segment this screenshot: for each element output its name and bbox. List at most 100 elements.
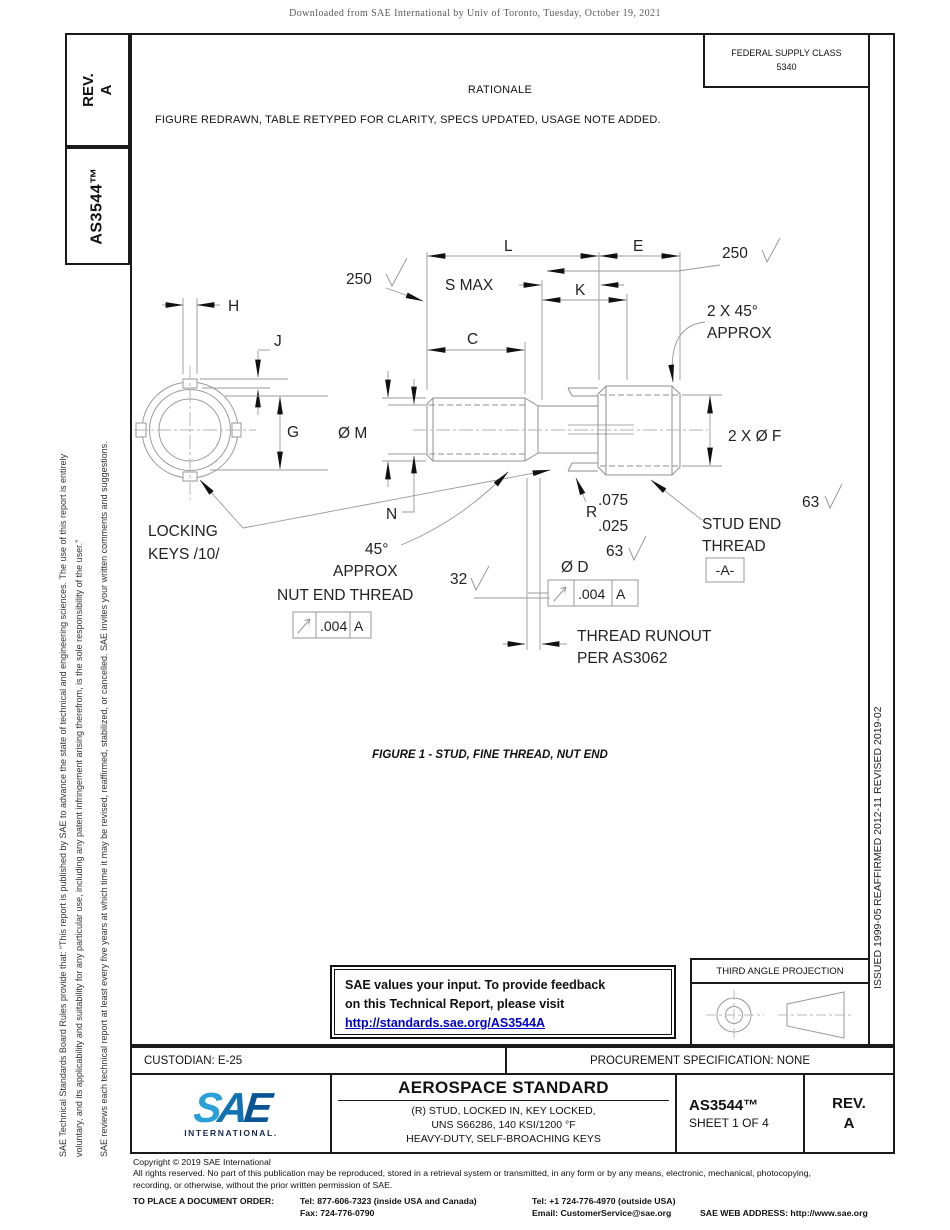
rights-line-2: recording, or otherwise, without the pri… <box>133 1179 393 1190</box>
projection-title: THIRD ANGLE PROJECTION <box>692 960 868 984</box>
finish-63-d-label: 63 <box>606 543 623 560</box>
dim-m-label: Ø M <box>338 425 367 442</box>
web-address: SAE WEB ADDRESS: http://www.sae.org <box>700 1208 868 1218</box>
custodian-cell: CUSTODIAN: E-25 <box>132 1048 507 1073</box>
fsc-label: FEDERAL SUPPLY CLASS <box>731 48 842 58</box>
thread-runout-note-2: PER AS3062 <box>577 650 667 667</box>
stud-end-thread-label-2: THREAD <box>702 538 766 555</box>
finish-63-stud-label: 63 <box>802 494 819 511</box>
document-number: AS3544™ <box>689 1097 759 1114</box>
subtitle-line-3: HEAVY-DUTY, SELF-BROACHING KEYS <box>406 1133 601 1146</box>
fcf2-datum: A <box>616 586 626 602</box>
feedback-link[interactable]: http://standards.sae.org/AS3544A <box>345 1015 546 1030</box>
locking-keys-note-1: LOCKING <box>148 523 218 540</box>
finish-250-right: 250 <box>722 245 748 262</box>
rev-label: REV. <box>79 73 97 107</box>
fcf1-datum: A <box>354 618 364 634</box>
chamfer-45-label: 45° <box>365 541 388 558</box>
stud-side-view <box>413 385 708 476</box>
chamfer-2x45-label: 2 X 45° <box>707 303 758 320</box>
order-label: TO PLACE A DOCUMENT ORDER: <box>133 1196 275 1206</box>
thread-runout-note-1: THREAD RUNOUT <box>577 628 712 645</box>
fcf2-tolerance: .004 <box>578 586 605 602</box>
tel-outside: Tel: +1 724-776-4970 (outside USA) <box>532 1196 676 1206</box>
subtitle-line-2: UNS S66286, 140 KSI/1200 °F <box>431 1119 576 1132</box>
feedback-line-2: on this Technical Report, please visit <box>345 996 565 1011</box>
sae-logo: SAE INTERNATIONAL. <box>132 1075 332 1152</box>
stud-end-thread-label-1: STUD END <box>702 516 781 533</box>
dim-k-label: K <box>575 282 586 299</box>
fax-number: Fax: 724-776-0790 <box>300 1208 375 1218</box>
fsc-value: 5340 <box>776 61 797 72</box>
custodian-row: CUSTODIAN: E-25 PROCUREMENT SPECIFICATIO… <box>130 1046 895 1075</box>
standard-subtitle: (R) STUD, LOCKED IN, KEY LOCKED, UNS S66… <box>332 1104 675 1147</box>
dim-n-label: N <box>386 506 397 523</box>
dim-f-label: 2 X Ø F <box>728 428 781 445</box>
sae-logo-subtext: INTERNATIONAL. <box>184 1127 278 1138</box>
dim-s-max-label: S MAX <box>445 277 494 294</box>
feature-control-frames <box>292 557 745 639</box>
federal-supply-class-box: FEDERAL SUPPLY CLASS 5340 <box>703 35 868 88</box>
radius-r-label: R <box>586 504 597 521</box>
dim-g-label: G <box>287 424 299 441</box>
disclaimer-line-1: SAE Technical Standards Board Rules prov… <box>58 453 68 1157</box>
dim-j-label: J <box>274 333 282 350</box>
standard-title-cell: AEROSPACE STANDARD (R) STUD, LOCKED IN, … <box>332 1075 677 1152</box>
revision-label: REV. <box>832 1095 866 1112</box>
copyright-line: Copyright © 2019 SAE International <box>133 1157 271 1167</box>
issued-date: ISSUED 1999-05 <box>872 908 884 989</box>
fcf1-tolerance: .004 <box>320 618 347 634</box>
dim-l-label: L <box>504 238 513 255</box>
revision-value: A <box>843 1114 855 1132</box>
disclaimer-line-2: voluntary, and its applicability and sui… <box>74 539 84 1157</box>
procurement-cell: PROCUREMENT SPECIFICATION: NONE <box>589 1054 810 1067</box>
reaffirmed-date: REAFFIRMED 2012-11 <box>872 796 884 906</box>
rationale-text: FIGURE REDRAWN, TABLE RETYPED FOR CLARIT… <box>155 114 661 126</box>
disclaimer-line-3: SAE reviews each technical report at lea… <box>99 441 109 1157</box>
chamfer-45-approx-label: APPROX <box>333 563 398 580</box>
dimension-lines <box>162 252 722 650</box>
figure-caption: FIGURE 1 - STUD, FINE THREAD, NUT END <box>372 749 608 761</box>
figure-1-drawing: H J G LOCKING KEYS /10/ 250 250 L E S MA… <box>134 238 843 667</box>
sheet-number: SHEET 1 OF 4 <box>689 1116 769 1130</box>
copyright-block: Copyright © 2019 SAE International All r… <box>133 1157 913 1191</box>
end-view-centerlines <box>134 366 256 500</box>
rights-line-1: All rights reserved. No part of this pub… <box>133 1168 811 1179</box>
title-block: SAE INTERNATIONAL. AEROSPACE STANDARD (R… <box>130 1073 895 1154</box>
dim-e-label: E <box>633 238 643 255</box>
drawing-sheet-frame <box>130 33 870 1046</box>
third-angle-projection-box: THIRD ANGLE PROJECTION <box>690 958 870 1048</box>
revised-date: REVISED 2019-02 <box>872 706 884 794</box>
revision-strip-frame <box>868 33 895 1046</box>
rev-value: A <box>97 84 115 96</box>
document-number-cell: AS3544™ SHEET 1 OF 4 <box>677 1075 805 1152</box>
third-angle-projection-symbol <box>706 990 852 1040</box>
finish-250-left: 250 <box>346 271 372 288</box>
radius-max-value: .075 <box>598 492 628 509</box>
subtitle-line-1: (R) STUD, LOCKED IN, KEY LOCKED, <box>411 1105 596 1117</box>
locking-keys-note-2: KEYS /10/ <box>148 546 220 563</box>
revision-cell: REV. A <box>805 1075 893 1152</box>
feedback-line-1: SAE values your input. To provide feedba… <box>345 978 606 992</box>
download-banner: Downloaded from SAE International by Uni… <box>289 8 661 19</box>
doc-number-vertical: AS3544™ <box>88 167 106 245</box>
chamfer-approx-label: APPROX <box>707 325 772 342</box>
dim-c-label: C <box>467 331 478 348</box>
sae-logo-word: SAE <box>191 1084 271 1132</box>
standard-type-title: AEROSPACE STANDARD <box>338 1078 669 1101</box>
dim-h-label: H <box>228 298 239 315</box>
stud-end-view <box>134 366 256 500</box>
tel-inside: Tel: 877-606-7323 (inside USA and Canada… <box>300 1196 477 1206</box>
sidebar-rev-box: REV. A <box>65 33 130 147</box>
email-address: Email: CustomerService@sae.org <box>532 1208 672 1218</box>
sidebar-doc-number-box: AS3544™ <box>65 147 130 265</box>
datum-a-flag: -A- <box>716 562 735 578</box>
dim-d-label: Ø D <box>561 559 589 576</box>
feedback-box: SAE values your input. To provide feedba… <box>330 965 676 1039</box>
rationale-title: RATIONALE <box>467 84 533 96</box>
finish-32-label: 32 <box>450 571 467 588</box>
radius-min-value: .025 <box>598 518 628 535</box>
surface-finish-symbols <box>385 238 843 592</box>
nut-end-thread-label: NUT END THREAD <box>277 587 413 604</box>
revision-history-strip: ISSUED 1999-05 REAFFIRMED 2012-11 REVISE… <box>872 33 884 989</box>
